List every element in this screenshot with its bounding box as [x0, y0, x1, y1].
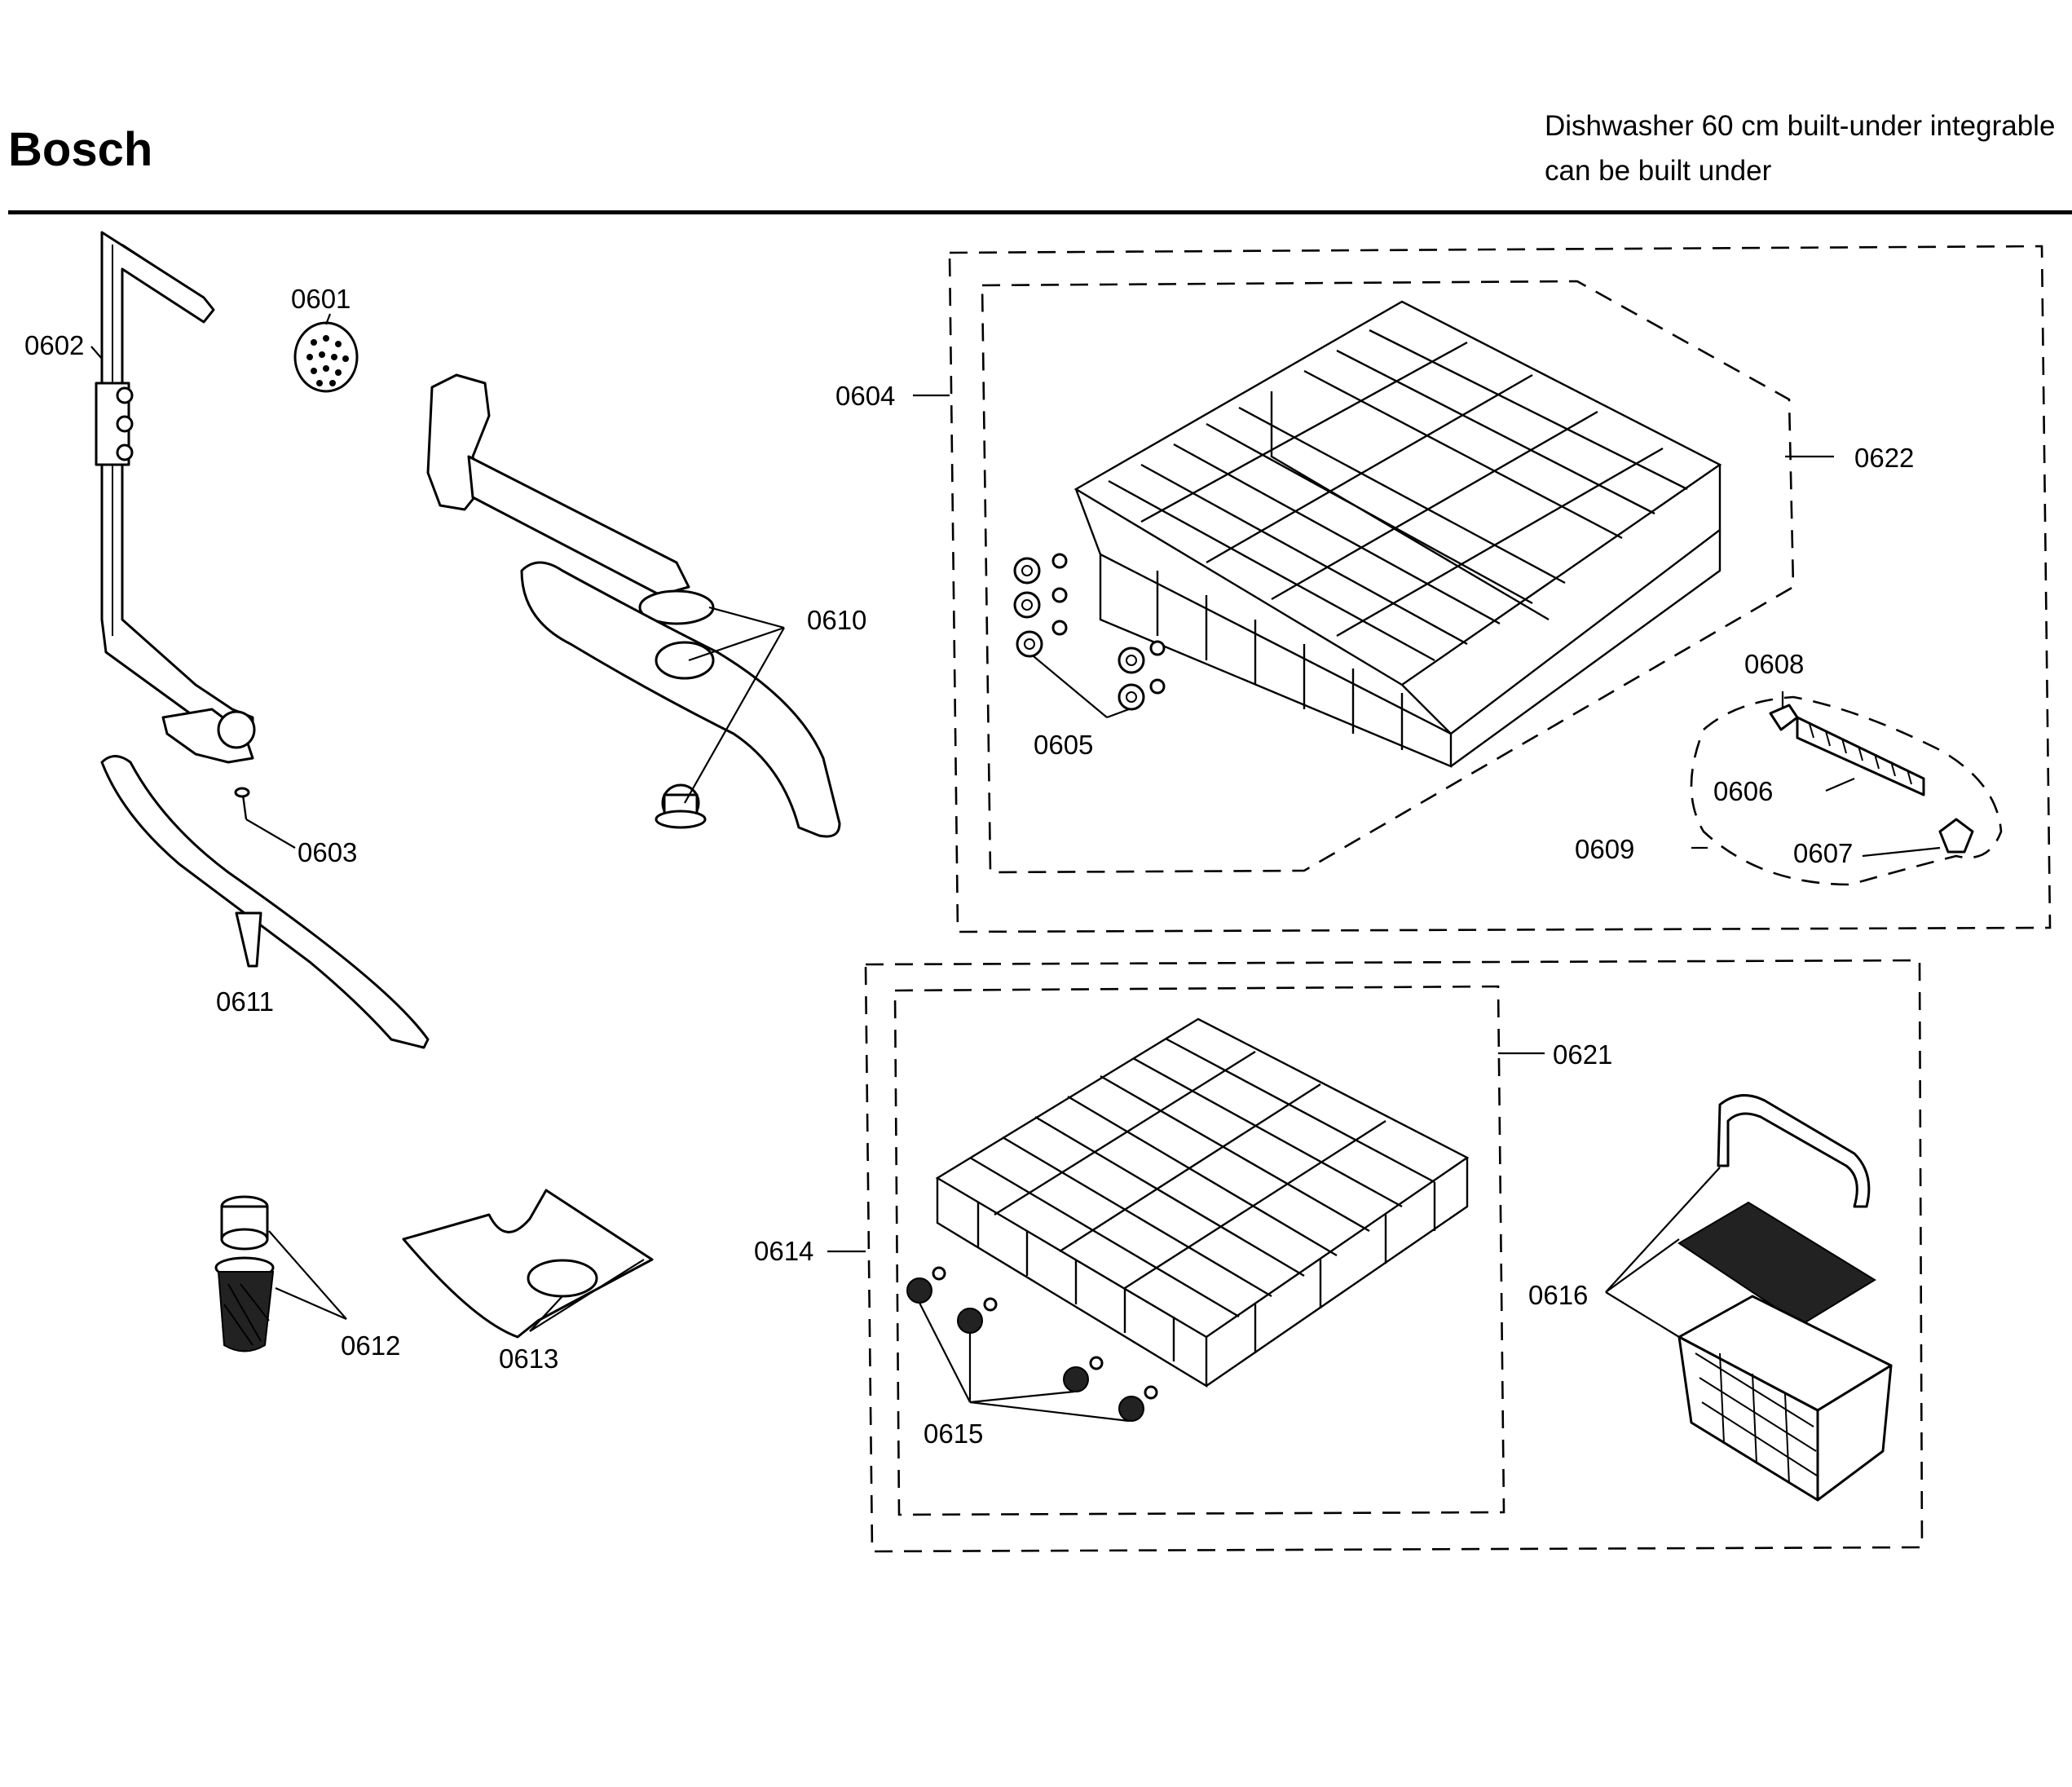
label-0601: 0601 — [291, 284, 350, 314]
label-0606: 0606 — [1713, 776, 1773, 806]
page-header: Bosch Dishwasher 60 cm built-under integ… — [0, 0, 2072, 220]
part-0609-rail-kit-boundary — [1690, 695, 2003, 886]
label-0621: 0621 — [1553, 1039, 1612, 1070]
part-0610-upper-spray-arm[interactable] — [426, 373, 841, 838]
leader-lines — [90, 313, 1941, 1423]
part-0603-screw[interactable] — [234, 787, 250, 820]
label-0610: 0610 — [807, 605, 866, 635]
part-0606-rail[interactable] — [1796, 716, 1925, 796]
brand-title: Bosch — [8, 123, 153, 176]
part-0604-upper-basket[interactable] — [1073, 300, 1722, 768]
part-0612-filter-assembly[interactable] — [214, 1195, 275, 1352]
label-0602: 0602 — [24, 330, 84, 360]
label-0604: 0604 — [835, 381, 895, 411]
label-0608: 0608 — [1744, 649, 1804, 679]
part-0613-cover-plate[interactable] — [402, 1189, 654, 1339]
label-0615: 0615 — [924, 1419, 983, 1449]
label-0607: 0607 — [1793, 838, 1853, 868]
label-0603: 0603 — [298, 837, 357, 867]
part-0616-cutlery-basket[interactable] — [1677, 1094, 1893, 1502]
label-0622: 0622 — [1854, 443, 1914, 473]
model-description: Dishwasher 60 cm built-under integrable — [1545, 110, 2056, 142]
lower-basket-outer-box — [864, 959, 1924, 1553]
part-0607-rail-stop[interactable] — [1938, 818, 1974, 854]
part-0602-supply-pipe[interactable] — [95, 231, 256, 764]
label-0609: 0609 — [1575, 834, 1634, 864]
label-0611: 0611 — [216, 986, 274, 1017]
label-0612: 0612 — [341, 1330, 400, 1361]
part-0621-lower-basket-boundary — [893, 985, 1506, 1516]
part-0615-lower-wheels[interactable] — [906, 1266, 1158, 1422]
part-0622-upper-basket-boundary — [981, 280, 1795, 874]
upper-basket-outer-box — [948, 245, 2052, 933]
part-0608-rail-clip[interactable] — [1769, 704, 1799, 731]
label-0614: 0614 — [754, 1236, 813, 1266]
label-0605: 0605 — [1034, 730, 1093, 760]
label-0613: 0613 — [499, 1344, 558, 1374]
part-0611-lower-spray-arm[interactable] — [100, 755, 430, 1049]
header-divider — [8, 210, 2072, 214]
model-description-2: can be built under — [1545, 155, 1772, 187]
part-0614-lower-basket[interactable] — [935, 1017, 1470, 1388]
part-0601-nozzle[interactable] — [293, 321, 359, 393]
part-0605-upper-wheels[interactable] — [1013, 553, 1166, 711]
label-0616: 0616 — [1528, 1280, 1588, 1310]
